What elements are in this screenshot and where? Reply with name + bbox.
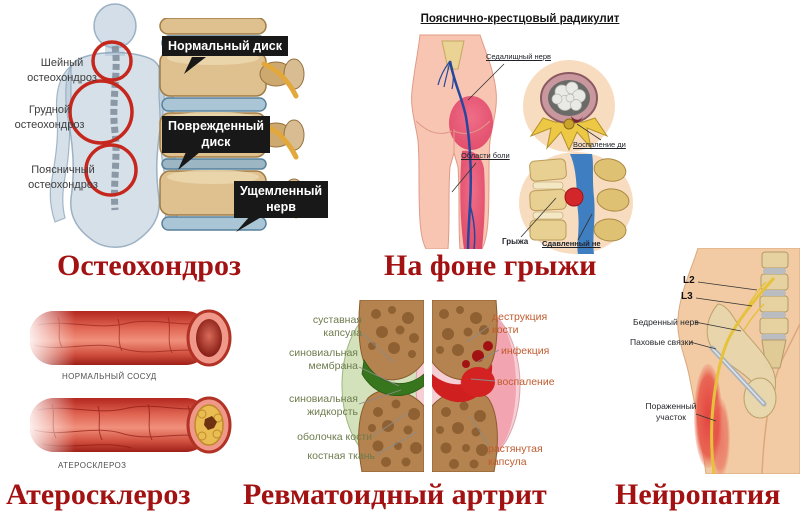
- atherosclerotic-vessel-illustration: [30, 396, 232, 454]
- sacrum-shape: [441, 40, 465, 70]
- label-l3: L3: [681, 291, 693, 302]
- label-lumbar-osteochondrosis: Поясничный остеохондроз: [28, 164, 98, 191]
- label-synovial-fluid: синовиальная жидкорсть: [289, 393, 358, 418]
- caption-osteochondrosis: Остеохондроз: [57, 249, 242, 282]
- caption-neuropathy: Нейропатия: [615, 478, 781, 511]
- pain-area-buttock: [449, 96, 493, 150]
- label-inguinal-ligaments: Паховые связки: [630, 337, 694, 347]
- normal-vessel-illustration: [30, 309, 232, 367]
- label-synovial-membrane: синовиальная мембрана: [289, 347, 358, 372]
- caption-hernia: На фоне грыжи: [384, 249, 597, 282]
- hernia-bulge-shape: [564, 187, 584, 207]
- label-atherosclerosis-vessel: АТЕРОСКЛЕРОЗ: [58, 461, 127, 470]
- spine-column: [110, 45, 120, 211]
- label-pinched-nerve: Ущемленный нерв: [234, 181, 329, 218]
- label-bone-destruction: деструкция кости: [492, 311, 548, 336]
- herniation-bulge: [571, 116, 583, 123]
- label-pain-area: Области боли: [461, 151, 510, 160]
- hernia-section-title: Пояснично-крестцовый радикулит: [420, 13, 620, 25]
- label-sciatic-nerve: Седалищный нерв: [486, 52, 551, 61]
- label-normal-vessel: НОРМАЛЬНЫЙ СОСУД: [62, 372, 157, 381]
- label-infection: инфекция: [501, 345, 550, 357]
- nerve-root-1: [261, 61, 299, 99]
- label-hernia: Грыжа: [502, 237, 529, 246]
- label-joint-capsule: суставная капсула: [312, 314, 362, 339]
- hip-thigh-illustration: [677, 248, 800, 474]
- label-thoracic-osteochondrosis: Грудной остеохондроз: [14, 104, 85, 131]
- femoral-nerve-shape: [710, 276, 776, 474]
- label-inflamed-disc: Воспаление ди: [573, 140, 626, 149]
- damaged-disc-shape: [161, 158, 267, 170]
- caption-arthritis: Ревматоидный артрит: [243, 478, 547, 511]
- label-normal-disc: Нормальный диск: [162, 36, 289, 57]
- narrowed-lumen: [204, 416, 217, 430]
- label-compressed-nerve: Сдавленный не: [542, 239, 601, 248]
- vessel-open-lumen: [196, 319, 222, 357]
- lumbar-highlight-circle: [84, 143, 138, 197]
- label-l2: L2: [683, 275, 695, 286]
- label-stretched-capsule: растянутая капсула: [488, 443, 543, 468]
- thoracic-highlight-circle: [68, 79, 134, 145]
- lumbar-spine-shape: [759, 251, 789, 369]
- pain-area-thigh: [460, 150, 485, 249]
- label-inflammation: воспаление: [497, 376, 555, 388]
- disc-cross-section-inset: [523, 60, 615, 152]
- label-bone-sheath: оболочка кости: [297, 431, 372, 443]
- buttocks-leg-illustration: [411, 34, 497, 249]
- cervical-highlight-circle: [91, 40, 133, 82]
- label-bone-tissue: костная ткань: [307, 450, 375, 462]
- label-cervical-osteochondrosis: Шейный остеохондроз: [27, 57, 97, 84]
- left-arm-shape: [49, 64, 72, 223]
- label-damaged-disc: Поврежденный диск: [162, 116, 270, 153]
- caption-atherosclerosis: Атеросклероз: [6, 478, 191, 511]
- sciatic-nerve-shape: [448, 60, 473, 249]
- label-femoral-nerve: Бедренный нерв: [633, 317, 699, 327]
- spinal-canal-knot: [563, 118, 575, 130]
- label-affected-area: Пораженный участок: [645, 401, 697, 423]
